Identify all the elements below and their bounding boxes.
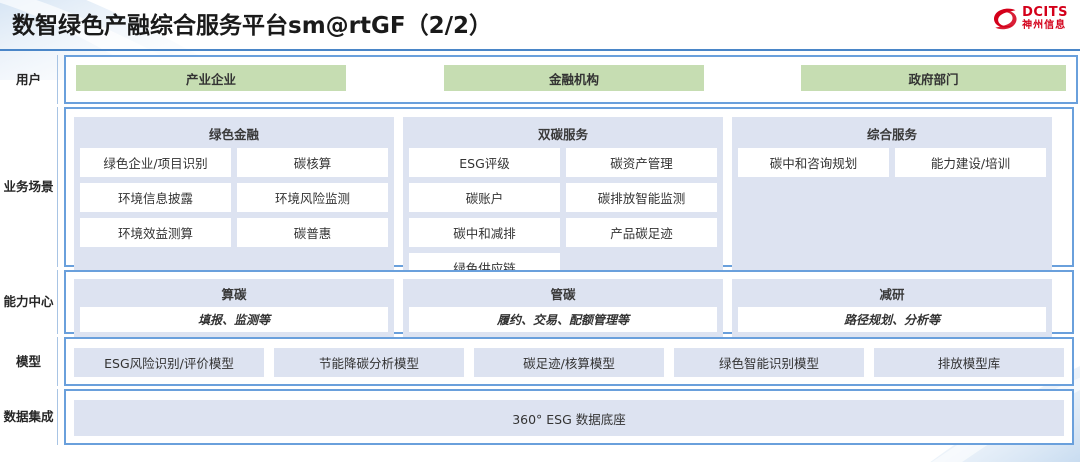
capability-title: 减研 — [879, 287, 905, 302]
scenario-cell[interactable]: 产品碳足迹 — [566, 218, 717, 247]
layer-data-integration: 数据集成 360° ESG 数据底座 — [0, 389, 1080, 445]
layer-users: 用户 产业企业 金融机构 政府部门 — [0, 55, 1080, 104]
scenario-cell[interactable]: 碳账户 — [409, 183, 560, 212]
page-title: 数智绿色产融综合服务平台sm@rtGF（2/2） — [12, 13, 492, 39]
slide-header: 数智绿色产融综合服务平台sm@rtGF（2/2） DCITS 神州信息 — [0, 0, 1080, 51]
layer-label-data-integration: 数据集成 — [0, 389, 58, 445]
layer-label-capability-center: 能力中心 — [0, 270, 58, 334]
capability-title: 算碳 — [221, 287, 247, 302]
scenario-cell[interactable]: 环境信息披露 — [80, 183, 231, 212]
layer-label-models: 模型 — [0, 337, 58, 386]
scenario-column-dual-carbon: 双碳服务 ESG评级 碳资产管理 碳账户 碳排放智能监测 碳中和减排 产品碳足迹… — [403, 117, 723, 288]
capability-title: 管碳 — [550, 287, 576, 302]
logo-brand-en: DCITS — [1022, 5, 1068, 20]
capability-column-calc-carbon[interactable]: 算碳 填报、监测等 — [74, 279, 394, 338]
scenario-cell[interactable]: 碳普惠 — [237, 218, 388, 247]
scenario-column-green-finance: 绿色金融 绿色企业/项目识别 碳核算 环境信息披露 环境风险监测 环境效益测算 … — [74, 117, 394, 288]
scenario-cell[interactable]: 绿色企业/项目识别 — [80, 148, 231, 177]
data-foundation-bar[interactable]: 360° ESG 数据底座 — [74, 400, 1064, 436]
capability-subtitle: 填报、监测等 — [80, 307, 388, 332]
model-chip[interactable]: 排放模型库 — [874, 348, 1064, 377]
model-chip[interactable]: 碳足迹/核算模型 — [474, 348, 664, 377]
scenario-cell[interactable]: 环境风险监测 — [237, 183, 388, 212]
layer-body-models: ESG风险识别/评价模型 节能降碳分析模型 碳足迹/核算模型 绿色智能识别模型 … — [64, 337, 1074, 386]
brand-logo: DCITS 神州信息 — [992, 6, 1068, 31]
title-underline — [0, 49, 1080, 51]
model-chip[interactable]: 绿色智能识别模型 — [674, 348, 864, 377]
scenario-column-comprehensive: 综合服务 碳中和咨询规划 能力建设/培训 — [732, 117, 1052, 288]
scenario-cell[interactable]: ESG评级 — [409, 148, 560, 177]
capability-subtitle: 履约、交易、配额管理等 — [409, 307, 717, 332]
capability-subtitle: 路径规划、分析等 — [738, 307, 1046, 332]
layer-label-users: 用户 — [0, 55, 58, 104]
scenario-cell[interactable]: 碳排放智能监测 — [566, 183, 717, 212]
scenario-cell[interactable]: 环境效益测算 — [80, 218, 231, 247]
layer-body-users: 产业企业 金融机构 政府部门 — [64, 55, 1078, 104]
capability-column-reduce-research[interactable]: 减研 路径规划、分析等 — [732, 279, 1052, 338]
user-chip-industry[interactable]: 产业企业 — [76, 65, 346, 91]
scenario-column-title: 绿色金融 — [208, 127, 259, 142]
layer-body-business-scenarios: 绿色金融 绿色企业/项目识别 碳核算 环境信息披露 环境风险监测 环境效益测算 … — [64, 107, 1074, 288]
scenario-cell[interactable]: 碳资产管理 — [566, 148, 717, 177]
scenario-cell[interactable]: 碳核算 — [237, 148, 388, 177]
layer-body-data-integration: 360° ESG 数据底座 — [64, 389, 1074, 445]
scenario-column-title: 双碳服务 — [537, 127, 588, 142]
logo-brand-cn: 神州信息 — [1022, 20, 1067, 31]
layer-models: 模型 ESG风险识别/评价模型 节能降碳分析模型 碳足迹/核算模型 绿色智能识别… — [0, 337, 1080, 386]
layer-label-business-scenarios: 业务场景 — [0, 107, 58, 267]
scenario-cell[interactable]: 能力建设/培训 — [895, 148, 1046, 177]
model-chip[interactable]: ESG风险识别/评价模型 — [74, 348, 264, 377]
scenario-cell[interactable]: 碳中和咨询规划 — [738, 148, 889, 177]
model-chip[interactable]: 节能降碳分析模型 — [274, 348, 464, 377]
scenario-cell[interactable]: 碳中和减排 — [409, 218, 560, 247]
layer-capability-center: 能力中心 算碳 填报、监测等 管碳 履约、交易、配额管理等 减研 路径规划、分析… — [0, 270, 1080, 338]
layer-business-scenarios: 业务场景 绿色金融 绿色企业/项目识别 碳核算 环境信息披露 环境风险监测 环境… — [0, 107, 1080, 288]
capability-column-manage-carbon[interactable]: 管碳 履约、交易、配额管理等 — [403, 279, 723, 338]
scenario-column-title: 综合服务 — [866, 127, 917, 142]
architecture-stack: 用户 产业企业 金融机构 政府部门 业务场景 绿色金融 绿色企业/项目识别 — [0, 55, 1080, 445]
layer-body-capability-center: 算碳 填报、监测等 管碳 履约、交易、配额管理等 减研 路径规划、分析等 — [64, 270, 1074, 338]
user-chip-financial[interactable]: 金融机构 — [444, 65, 704, 91]
dcits-swirl-icon — [994, 8, 1017, 29]
user-chip-government[interactable]: 政府部门 — [801, 65, 1066, 91]
